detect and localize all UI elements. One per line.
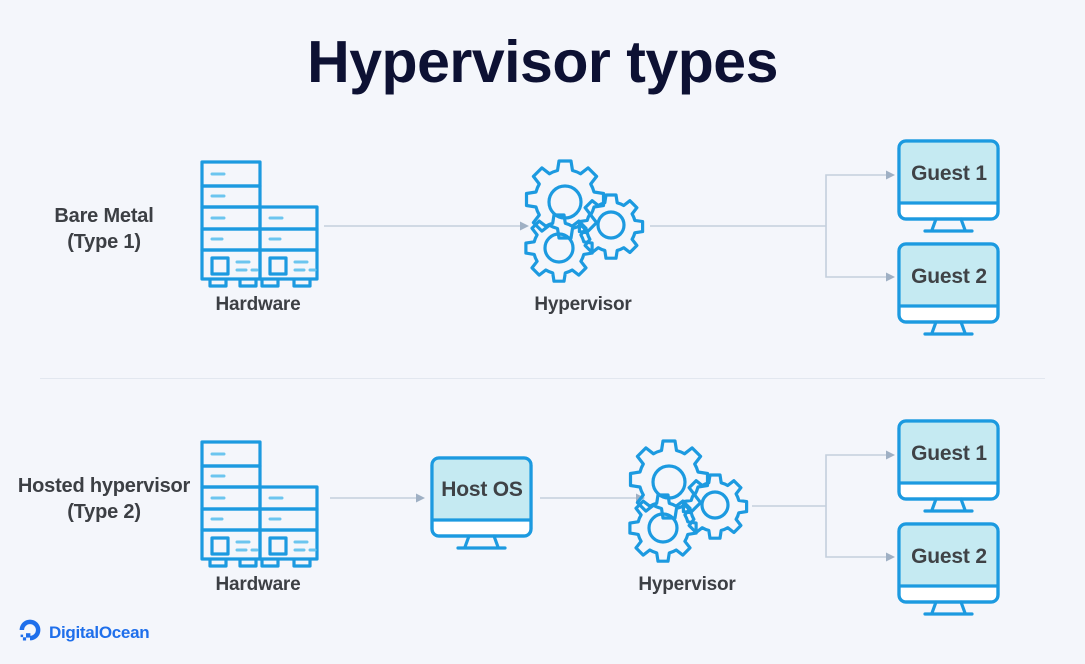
section-divider (40, 378, 1045, 379)
server-rack-icon (200, 160, 319, 288)
hypervisor-caption-type-1: Hypervisor (534, 294, 632, 315)
hypervisor-icon-type-1 (518, 158, 648, 286)
monitor-icon (897, 139, 1000, 233)
hardware-caption-type-2: Hardware (215, 574, 301, 595)
gears-icon (524, 159, 645, 283)
row-label-type-1-line2: (Type 1) (67, 231, 141, 253)
guest-1-monitor-type-1 (894, 136, 1004, 236)
monitor-icon (430, 456, 533, 550)
row-label-type-2-line1: Hosted hypervisor (17, 475, 191, 497)
server-rack-icon (200, 440, 319, 568)
row-label-type-1-line1: Bare Metal (54, 205, 154, 227)
digitalocean-brand[interactable]: DigitalOcean (18, 618, 150, 647)
hardware-caption-type-1: Hardware (215, 294, 301, 315)
monitor-icon (897, 242, 1000, 336)
row-label-type-2-line2: (Type 2) (67, 501, 141, 523)
guest-2-monitor-type-2 (894, 519, 1004, 619)
hardware-icon-type-1 (196, 156, 324, 288)
host-os-monitor (427, 453, 537, 553)
hypervisor-icon-type-2 (622, 438, 752, 566)
digitalocean-logo-icon (18, 618, 42, 647)
hypervisor-caption-type-2: Hypervisor (638, 574, 736, 595)
page-title: Hypervisor types (307, 29, 778, 95)
connector-hardware-to-hostos-type-2 (330, 490, 430, 506)
connector-hardware-to-hypervisor-type-1 (324, 218, 534, 234)
row-label-type-2: Hosted hypervisor (Type 2) (0, 473, 208, 525)
monitor-icon (897, 419, 1000, 513)
digitalocean-wordmark: DigitalOcean (49, 622, 150, 642)
gears-icon (628, 439, 749, 563)
connector-hypervisor-to-guests-type-2 (752, 446, 898, 571)
row-label-type-1: Bare Metal (Type 1) (6, 203, 202, 255)
hardware-icon-type-2 (196, 436, 324, 568)
guest-2-monitor-type-1 (894, 239, 1004, 339)
monitor-icon (897, 522, 1000, 616)
connector-hypervisor-to-guests-type-1 (650, 166, 898, 291)
guest-1-monitor-type-2 (894, 416, 1004, 516)
